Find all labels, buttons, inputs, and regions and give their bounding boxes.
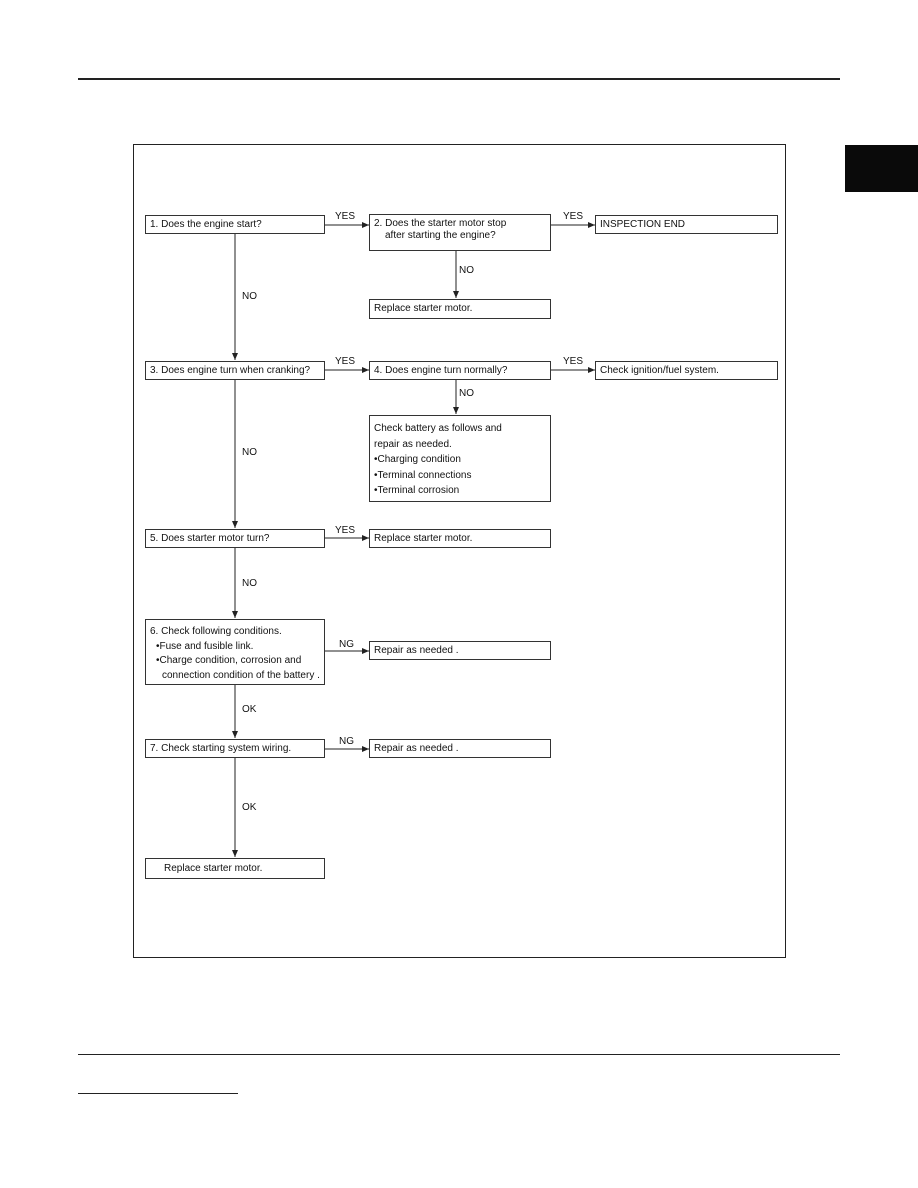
step4-text: 4. Does engine turn normally? bbox=[374, 365, 508, 376]
inspection-end-box: INSPECTION END bbox=[595, 215, 778, 234]
step2-box: 2. Does the starter motor stop after sta… bbox=[369, 214, 551, 251]
flowchart-frame bbox=[133, 144, 786, 958]
label-no-5: NO bbox=[242, 578, 257, 589]
label-yes-4: YES bbox=[563, 356, 584, 367]
label-ok-1: OK bbox=[242, 704, 257, 715]
step2-text-2: after starting the engine? bbox=[385, 230, 496, 241]
replace-starter-box-3: Replace starter motor. bbox=[145, 858, 325, 879]
label-ok-2: OK bbox=[242, 802, 257, 813]
label-yes-3: YES bbox=[335, 356, 356, 367]
label-no-1: NO bbox=[459, 265, 474, 276]
step1-box: 1. Does the engine start? bbox=[145, 215, 325, 234]
replace-starter-text-2: Replace starter motor. bbox=[374, 533, 473, 544]
label-yes-5: YES bbox=[335, 525, 356, 536]
step4-box: 4. Does engine turn normally? bbox=[369, 361, 551, 380]
label-ng-2: NG bbox=[339, 736, 354, 747]
repair-box-1: Repair as needed . bbox=[369, 641, 551, 660]
check-ignition-text: Check ignition/fuel system. bbox=[600, 365, 719, 376]
bullet-icon: • bbox=[156, 655, 160, 666]
step6-box: 6. Check following conditions. •Fuse and… bbox=[145, 619, 325, 685]
step7-text: 7. Check starting system wiring. bbox=[150, 743, 292, 754]
step7-box: 7. Check starting system wiring. bbox=[145, 739, 325, 758]
repair-text-1: Repair as needed . bbox=[374, 645, 459, 656]
repair-box-2: Repair as needed . bbox=[369, 739, 551, 758]
check-ignition-box: Check ignition/fuel system. bbox=[595, 361, 778, 380]
label-no-3: NO bbox=[459, 388, 474, 399]
step3-box: 3. Does engine turn when cranking? bbox=[145, 361, 325, 380]
step5-text: 5. Does starter motor turn? bbox=[150, 533, 270, 544]
repair-text-2: Repair as needed . bbox=[374, 743, 459, 754]
replace-starter-text-1: Replace starter motor. bbox=[374, 303, 473, 314]
step5-box: 5. Does starter motor turn? bbox=[145, 529, 325, 548]
bullet-icon: • bbox=[374, 469, 378, 481]
step6-item-1: •Fuse and fusible link. bbox=[150, 640, 320, 655]
label-ng-1: NG bbox=[339, 639, 354, 650]
section-tab bbox=[845, 145, 918, 192]
check-battery-text-1: Check battery as follows and bbox=[374, 423, 502, 434]
replace-starter-text-3: Replace starter motor. bbox=[164, 863, 263, 874]
step3-text: 3. Does engine turn when cranking? bbox=[150, 365, 311, 376]
inspection-end-text: INSPECTION END bbox=[600, 219, 686, 230]
bullet-icon: • bbox=[374, 485, 378, 496]
step6-item-1-text: Fuse and fusible link. bbox=[159, 640, 254, 652]
replace-starter-box-1: Replace starter motor. bbox=[369, 299, 551, 319]
step6-title: 6. Check following conditions. bbox=[150, 626, 282, 637]
battery-item-2: •Terminal connections bbox=[374, 468, 546, 484]
check-battery-box: Check battery as follows and repair as n… bbox=[369, 415, 551, 502]
battery-item-1: •Charging condition bbox=[374, 452, 546, 468]
bullet-icon: • bbox=[156, 640, 160, 652]
label-no-2: NO bbox=[242, 291, 257, 302]
battery-item-text: Charging condition bbox=[377, 454, 461, 465]
bullet-icon: • bbox=[374, 454, 378, 465]
battery-item-text: Terminal corrosion bbox=[377, 485, 460, 496]
label-yes-1: YES bbox=[335, 211, 356, 222]
footer-rule bbox=[78, 1054, 840, 1055]
label-no-4: NO bbox=[242, 447, 257, 458]
battery-item-3: •Terminal corrosion bbox=[374, 483, 546, 499]
step2-text-1: 2. Does the starter motor stop bbox=[374, 218, 507, 229]
check-battery-text-2: repair as needed. bbox=[374, 438, 452, 450]
battery-item-text: Terminal connections bbox=[377, 469, 472, 481]
label-yes-2: YES bbox=[563, 211, 584, 222]
step6-item-2: •Charge condition, corrosion and bbox=[150, 654, 320, 669]
footnote-rule bbox=[78, 1093, 238, 1094]
replace-starter-box-2: Replace starter motor. bbox=[369, 529, 551, 548]
step6-item-2-cont: connection condition of the battery . bbox=[162, 669, 320, 681]
header-rule bbox=[78, 78, 840, 80]
step6-item-2-text: Charge condition, corrosion and bbox=[159, 655, 302, 666]
step1-text: 1. Does the engine start? bbox=[150, 219, 262, 230]
